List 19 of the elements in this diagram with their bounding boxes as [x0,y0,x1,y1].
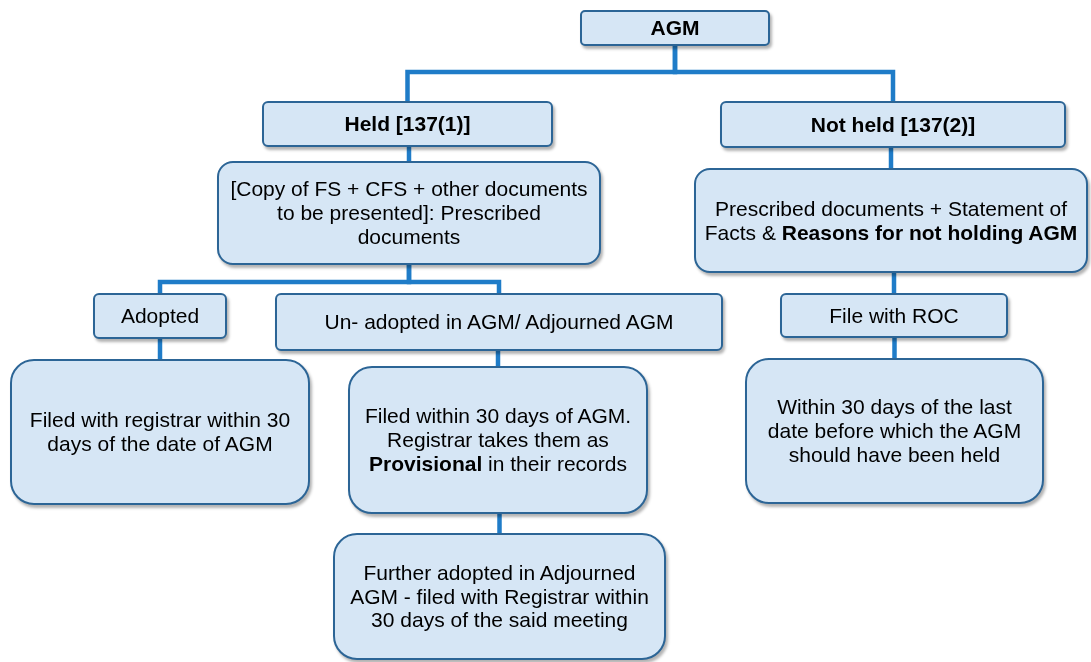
process-box: Filed within 30 days of AGM. Registrar takes them as Provisional in their records [348,366,648,514]
process-box: Prescribed documents + Statement of Facts & Reasons for not holding AGM [694,168,1088,273]
process-box: [Copy of FS + CFS + other documents to be presented]: Prescribed documents [217,161,601,265]
process-box: AGM [580,10,770,46]
process-box: Filed with registrar within 30 days of the date of AGM [10,359,310,505]
connector-line [892,338,897,358]
process-box: Adopted [93,293,227,339]
connector-line [497,514,502,533]
connector-line [157,339,163,359]
process-box: Un- adopted in AGM/ Adjourned AGM [275,293,723,351]
process-box: Held [137(1)] [262,101,553,147]
process-box: Within 30 days of the last date before which the AGM should have been held [745,358,1044,504]
process-box: Not held [137(2)] [720,101,1066,148]
connector-line [672,46,896,101]
connector-line [406,265,502,293]
connector-line [891,273,897,293]
process-box: File with ROC [780,293,1008,338]
process-box: Further adopted in Adjourned AGM - filed with Registrar within 30 days of the said meeting [333,533,666,660]
connector-line [888,148,894,168]
